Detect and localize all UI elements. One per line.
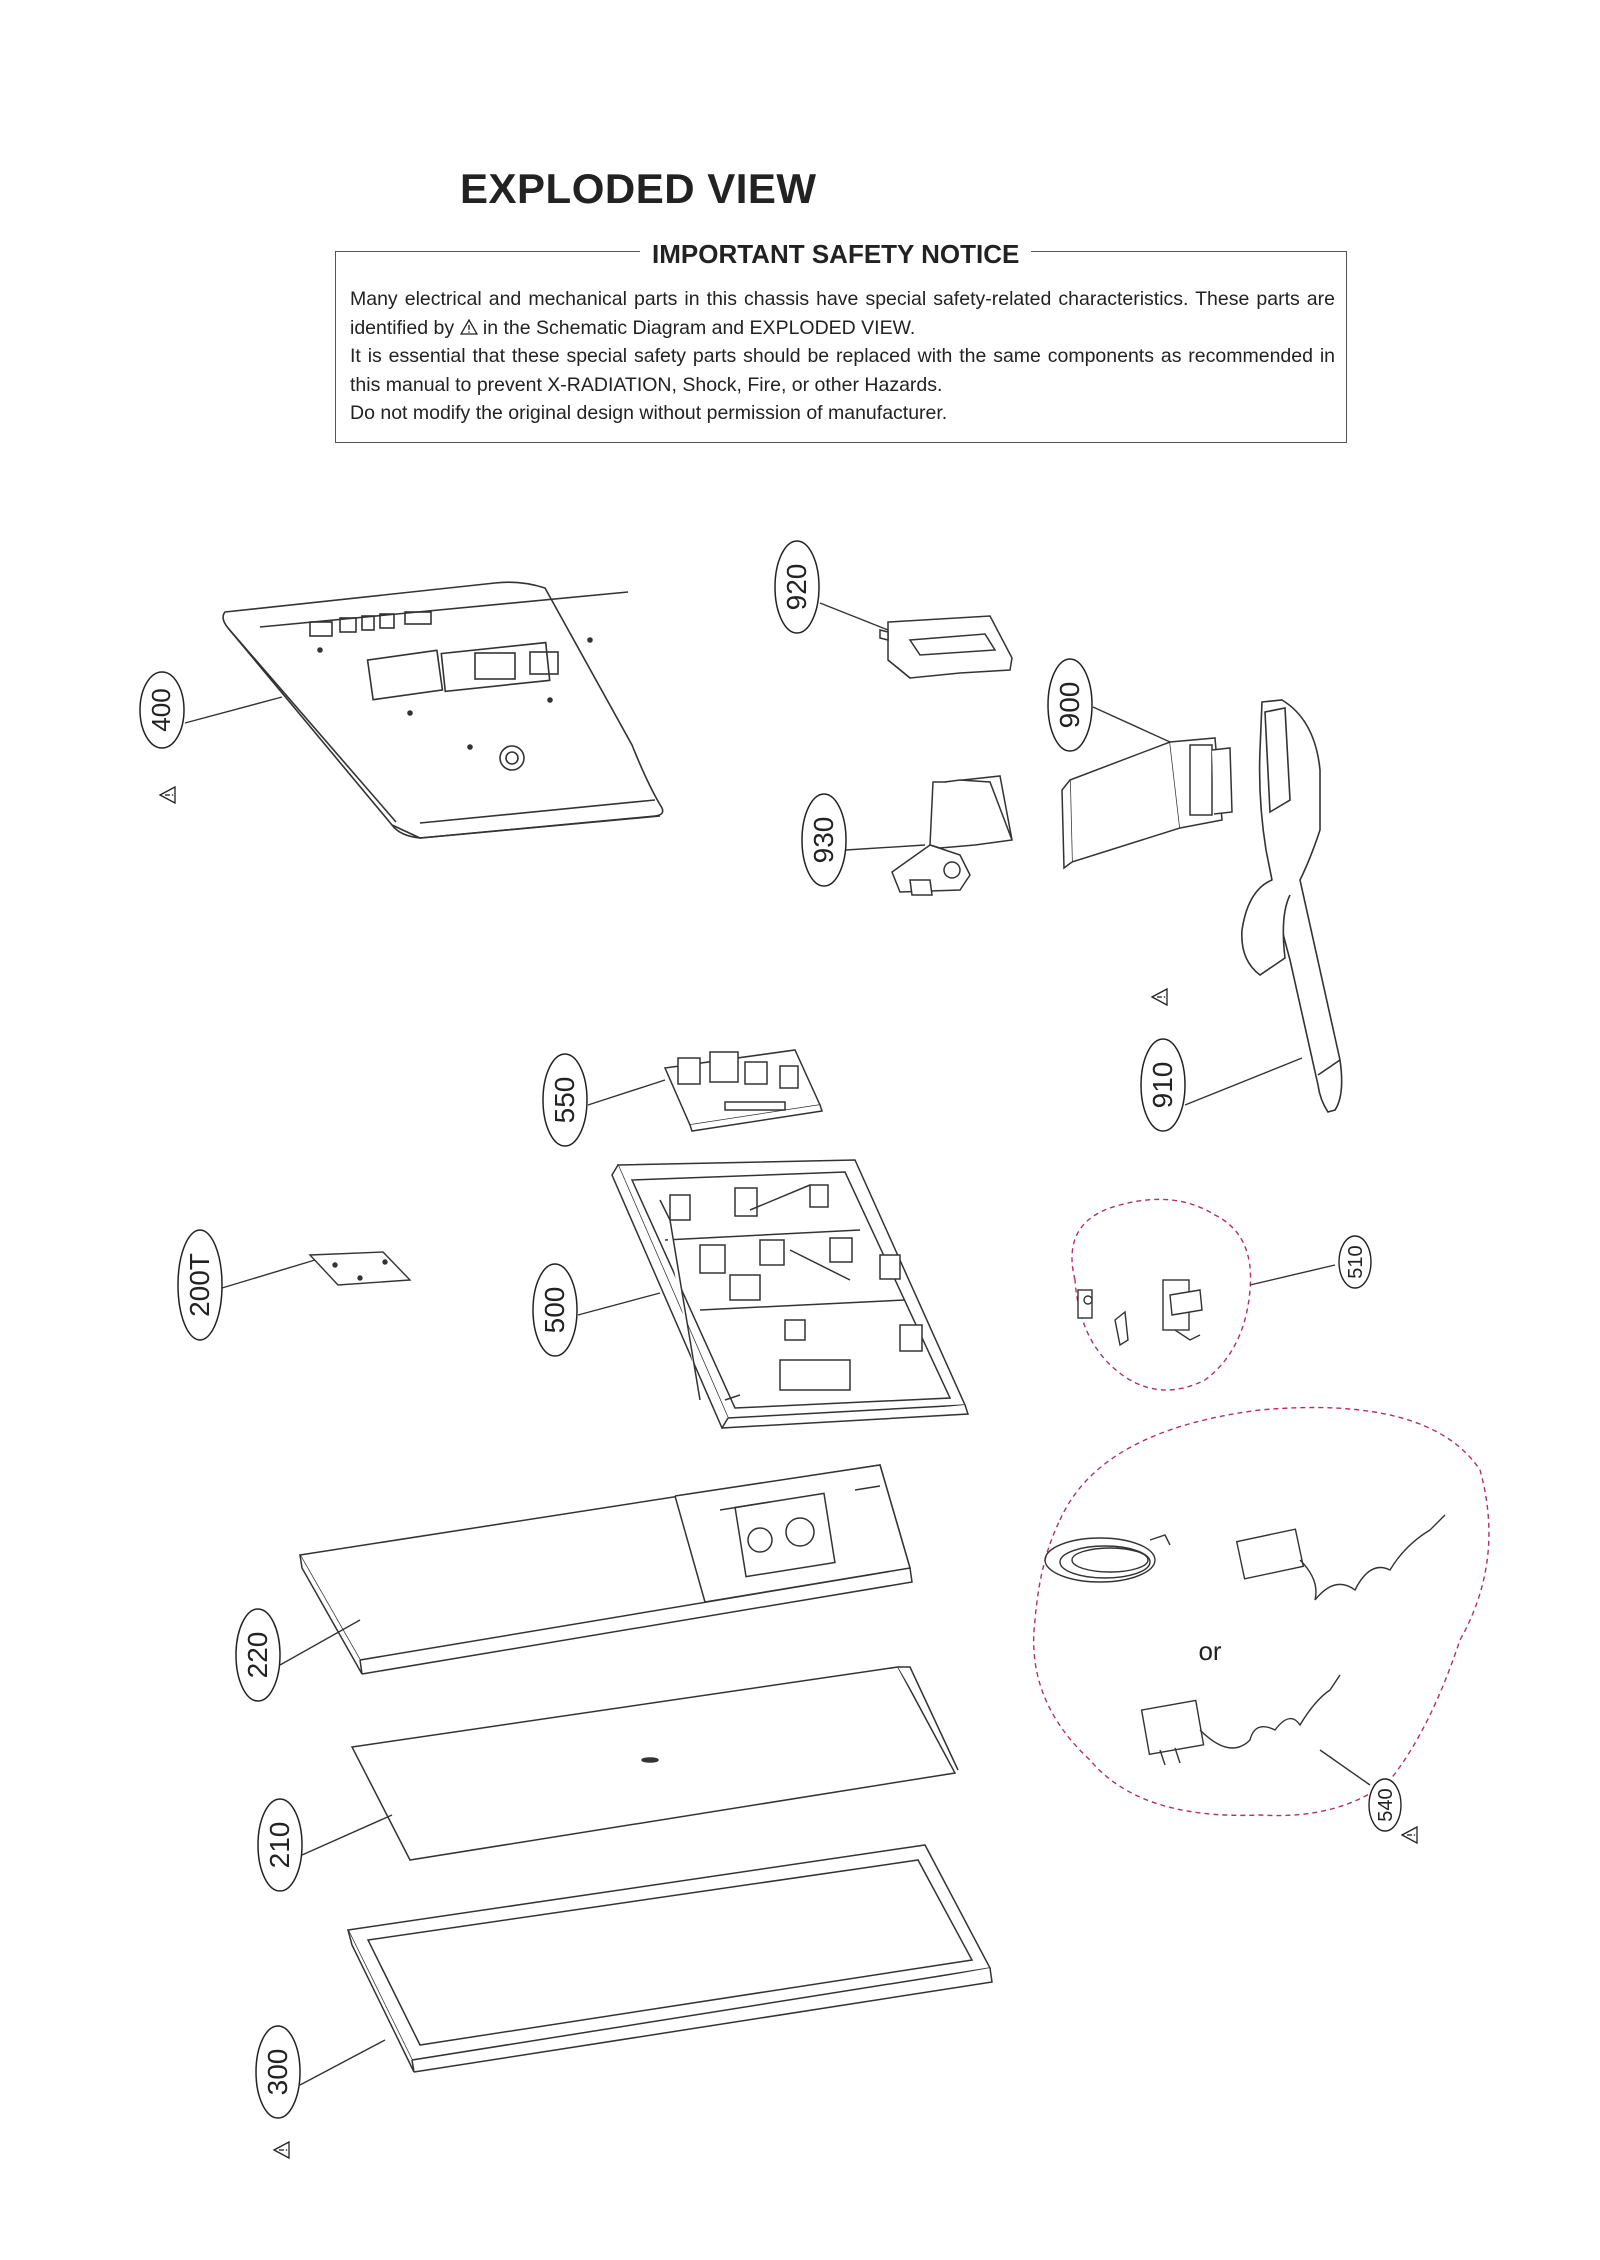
safety-notice-paragraph-3: Do not modify the original design withou… (350, 402, 948, 424)
safety-warning-icon (273, 2141, 290, 2159)
callout-210: 210 (257, 1798, 303, 1892)
label-510: 510 (1345, 1245, 1367, 1278)
part-910-stand-arm (1241, 699, 1343, 1113)
callout-900: 900 (1047, 658, 1093, 752)
page-title: EXPLODED VIEW (460, 165, 817, 212)
safety-notice-heading: IMPORTANT SAFETY NOTICE (640, 239, 1032, 270)
part-550-main-board (663, 1049, 823, 1132)
label-400: 400 (146, 688, 176, 731)
label-220: 220 (242, 1632, 273, 1679)
safety-notice-line1a: Many electrical and mechanical parts in … (350, 288, 1335, 339)
callout-920: 920 (774, 540, 820, 634)
part-540-power-adapter-group (1032, 1406, 1490, 1817)
part-900-stand-neck (1061, 737, 1233, 870)
safety-warning-icon (1151, 988, 1168, 1006)
leader-900 (1092, 706, 1171, 743)
callout-400: 400 (139, 671, 185, 749)
leader-510 (1249, 1264, 1336, 1286)
leader-210 (301, 1814, 393, 1856)
label-910: 910 (1147, 1062, 1178, 1109)
leader-300 (299, 2039, 386, 2086)
leader-500 (577, 1292, 661, 1316)
callout-910: 910 (1140, 1038, 1186, 1132)
callout-510: 510 (1338, 1235, 1372, 1289)
label-540: 540 (1375, 1788, 1397, 1821)
leader-400 (184, 696, 283, 724)
callout-540: 540 (1368, 1778, 1402, 1832)
part-220-panel-module (298, 1464, 913, 1675)
part-210-sheet (350, 1666, 959, 1861)
callout-220: 220 (235, 1608, 281, 1702)
safety-warning-icon (1401, 1826, 1418, 1844)
leader-920 (819, 602, 889, 631)
safety-notice-paragraph-1: Many electrical and mechanical parts in … (350, 285, 1335, 342)
callout-930: 930 (801, 793, 847, 887)
label-900: 900 (1054, 682, 1085, 729)
safety-warning-icon (159, 786, 176, 804)
label-550: 550 (549, 1077, 580, 1124)
part-400-back-cover (222, 581, 664, 839)
callout-300: 300 (255, 2025, 301, 2119)
part-510-group (1071, 1198, 1252, 1391)
leader-200T (221, 1259, 316, 1289)
callout-200T: 200T (177, 1229, 223, 1341)
part-300-front-bezel (346, 1844, 993, 2073)
leader-540 (1319, 1749, 1371, 1786)
part-500-frame-chassis (611, 1159, 970, 1430)
callout-500: 500 (532, 1263, 578, 1357)
label-500: 500 (539, 1287, 570, 1334)
leader-550 (587, 1079, 666, 1106)
safety-notice-body: Many electrical and mechanical parts in … (350, 285, 1335, 428)
safety-notice-paragraph-2: It is essential that these special safet… (350, 345, 1335, 396)
leader-910 (1184, 1057, 1303, 1106)
alternative-or-label: or (1198, 1636, 1221, 1666)
leader-930 (845, 844, 926, 851)
callout-550: 550 (542, 1053, 588, 1147)
part-930-hinge (891, 775, 1013, 896)
label-920: 920 (781, 564, 812, 611)
label-200T: 200T (184, 1253, 215, 1317)
part-200T-sheet (308, 1251, 412, 1286)
label-210: 210 (264, 1822, 295, 1869)
label-930: 930 (808, 817, 839, 864)
warning-triangle-icon (459, 318, 478, 335)
leader-220 (279, 1619, 361, 1666)
part-920-bracket (879, 615, 1013, 679)
label-300: 300 (262, 2049, 293, 2096)
safety-notice-line1b: in the Schematic Diagram and EXPLODED VI… (482, 316, 916, 339)
